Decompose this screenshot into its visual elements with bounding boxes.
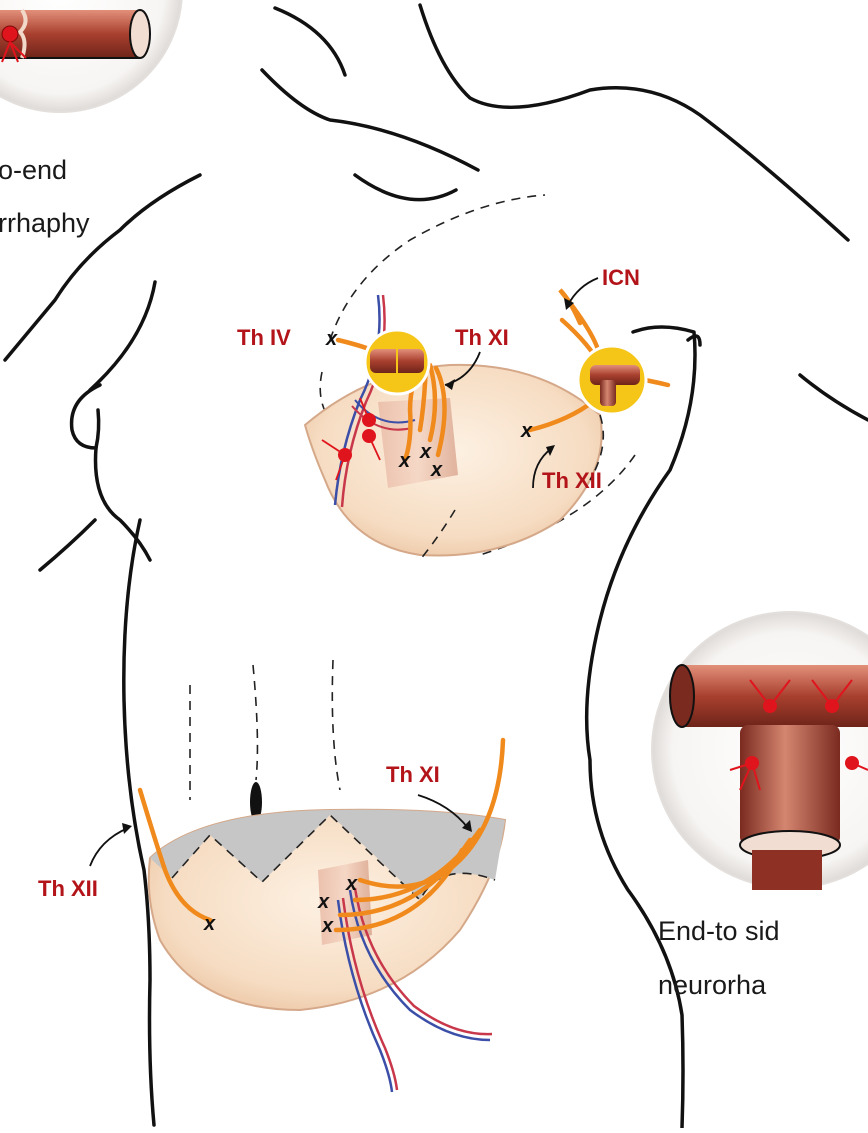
suture-mark: x (203, 913, 216, 935)
end-to-end-caption-line1: o-end (0, 155, 67, 185)
suture-mark: x (520, 420, 533, 442)
neck-left (275, 8, 345, 75)
th-xi-lower-label: Th XI (386, 762, 440, 787)
suture-mark: x (398, 450, 411, 472)
suture-mark: x (321, 915, 334, 937)
tube-end (130, 10, 150, 58)
abdominal-flap: x x x x (140, 660, 505, 1092)
end-to-end-caption-line2: rrhaphy (0, 208, 90, 238)
th-xii-upper-label: Th XII (542, 468, 602, 493)
icn-label: ICN (602, 265, 640, 290)
incision-line-upper (330, 195, 545, 340)
clavicle-line (262, 70, 478, 170)
arm-right (800, 375, 868, 420)
shoulder-left (5, 175, 200, 360)
end-to-side-inset (652, 612, 868, 890)
nipple (96, 410, 99, 448)
shoulder-right (420, 5, 848, 240)
end-to-end-inset (0, 0, 182, 112)
clavicle-small (355, 175, 456, 200)
suture-mark: x (430, 459, 443, 481)
th-iv-label: Th IV (237, 325, 291, 350)
end-to-side-caption-line1: End-to sid (658, 916, 780, 946)
arm-crease (90, 282, 155, 390)
suture-mark: x (345, 873, 358, 895)
suture-knot (2, 26, 18, 42)
suture-mark: x (317, 891, 330, 913)
nerve-branch (740, 725, 840, 845)
end-to-side-caption-line2: neurorha (658, 970, 767, 1000)
arrow (568, 278, 598, 305)
th-xii-lower-label: Th XII (38, 876, 98, 901)
torso-outline (5, 5, 868, 1128)
arrow (90, 828, 128, 866)
arm-line-lower (40, 520, 95, 570)
suture-mark: x (325, 328, 338, 350)
breast-flap: x x x x x (305, 195, 668, 560)
th-xi-upper-label: Th XI (455, 325, 509, 350)
